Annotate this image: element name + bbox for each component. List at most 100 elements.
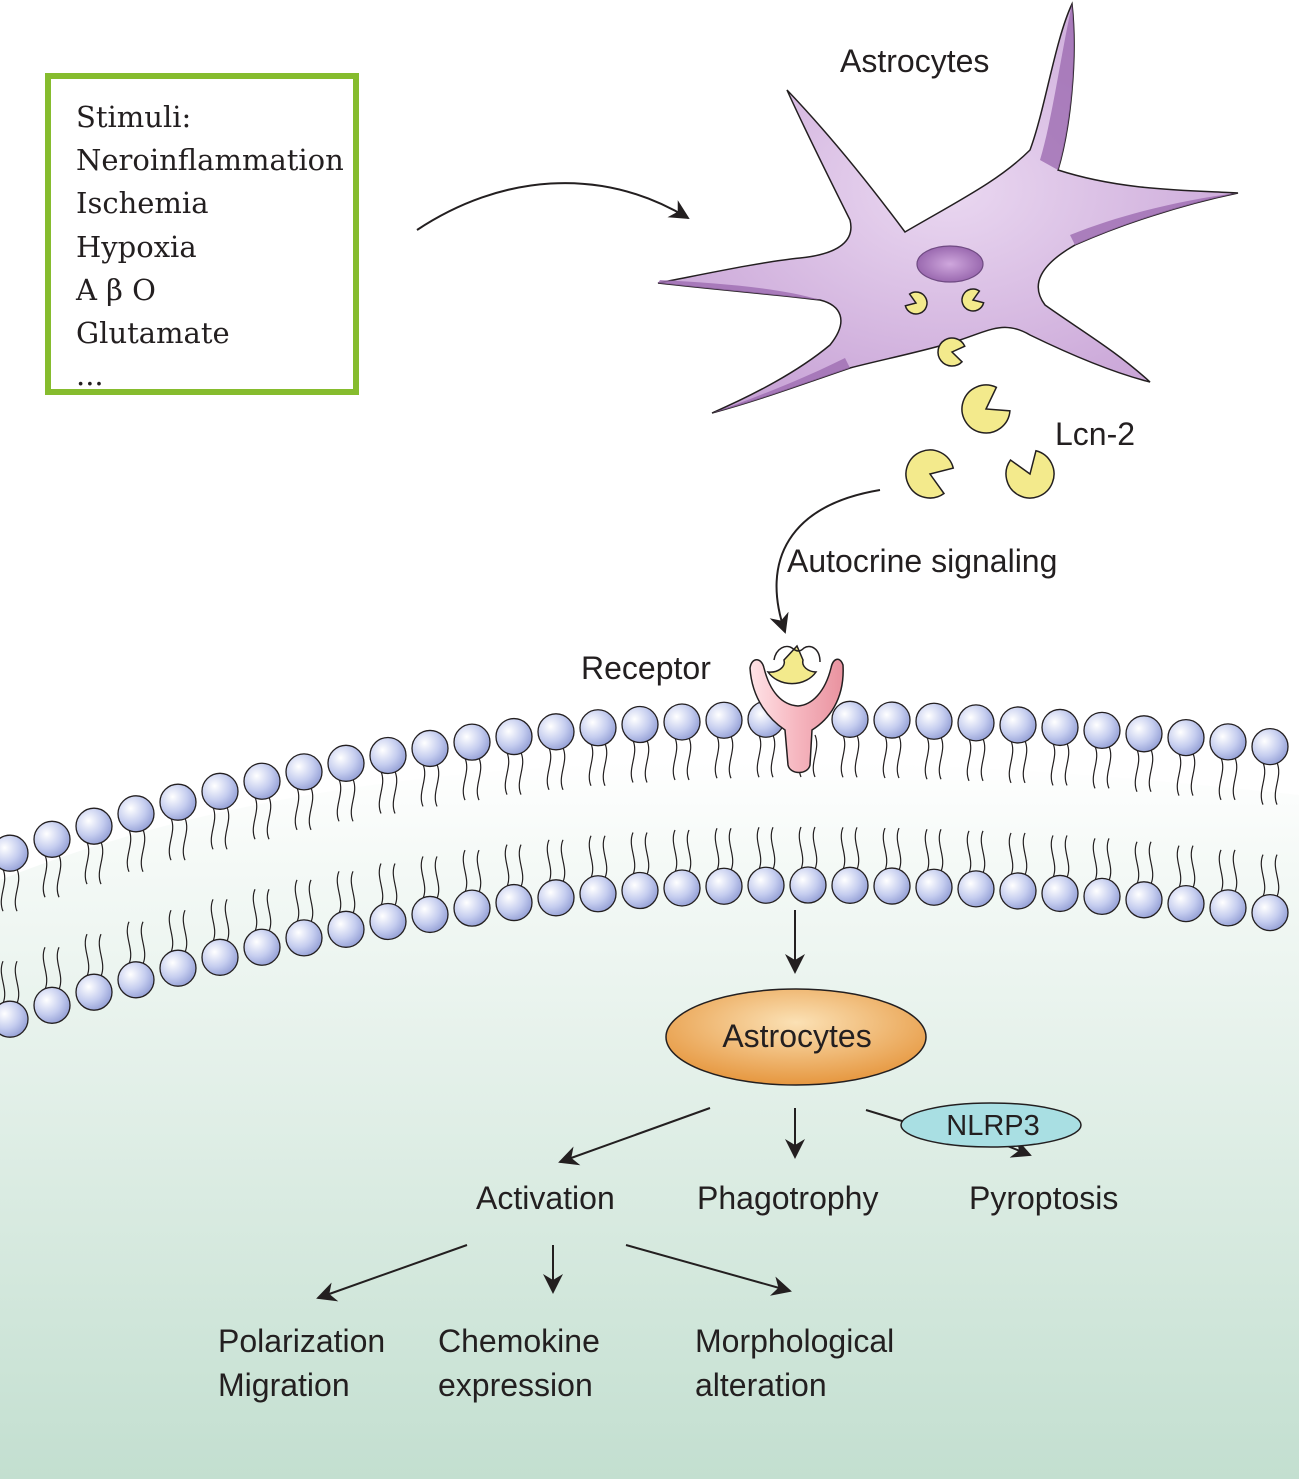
lipid-tail	[84, 841, 90, 885]
lcn2-molecule	[905, 449, 955, 499]
lipid-tail	[854, 735, 860, 778]
lipid-tail	[224, 807, 230, 850]
lipid-head	[621, 705, 659, 744]
lipid-tail	[1092, 838, 1098, 881]
lipid-tail	[42, 947, 48, 990]
lipid-head	[1041, 874, 1079, 913]
lipid-tail	[672, 737, 678, 781]
lipid-head	[621, 871, 659, 910]
lipid-tail	[938, 737, 944, 780]
lipid-tail	[392, 771, 398, 814]
lipid-tail	[1148, 841, 1154, 885]
astrocyte-process-shade-4	[658, 280, 820, 300]
lipid-tail	[336, 779, 342, 822]
lipid-tail	[854, 827, 860, 870]
lipid-head	[831, 700, 869, 738]
lipid-tail	[686, 829, 692, 873]
lipid-tail	[182, 817, 188, 861]
pyroptosis-label: Pyroptosis	[969, 1180, 1119, 1216]
to-activation-arrow	[558, 1107, 711, 1166]
lipid-tail	[672, 829, 678, 873]
lipid-tail	[924, 737, 930, 780]
lipid-tail	[476, 757, 482, 801]
lipid-tail	[224, 899, 230, 942]
lipid-tail	[756, 735, 762, 778]
lipid-tail	[924, 829, 930, 872]
lipid-head	[705, 701, 743, 739]
lipid-head	[831, 866, 869, 904]
lipid-head	[1251, 727, 1289, 766]
autocrine-label: Autocrine signaling	[787, 543, 1058, 579]
lipid-tail	[518, 844, 524, 887]
lipid-tail	[546, 839, 552, 883]
lipid-tail	[1064, 835, 1070, 878]
lipid-tail	[266, 796, 272, 840]
lipid-tail	[98, 841, 104, 885]
lipid-tail	[1176, 845, 1182, 888]
lipid-tail	[1148, 749, 1154, 793]
to-polarization-arrow	[316, 1244, 468, 1302]
lcn2-molecules	[904, 288, 1055, 499]
lipid-head	[33, 820, 71, 858]
lipid-tail	[308, 879, 314, 923]
lipid-head	[705, 867, 743, 905]
lipid-tail	[462, 849, 468, 893]
lipid-head	[1251, 893, 1289, 932]
lipid-head	[369, 736, 407, 775]
lipid-tail	[378, 771, 384, 814]
lipid-tail	[1022, 740, 1028, 784]
lipid-head	[327, 744, 365, 782]
lipid-tail	[350, 779, 356, 822]
lipid-tail	[1274, 762, 1280, 805]
lipid-head	[201, 772, 239, 810]
lipid-tail	[980, 830, 986, 874]
lipid-head	[747, 866, 785, 904]
lipid-tail	[1260, 854, 1266, 897]
lipid-head	[201, 938, 239, 976]
lipid-head	[369, 902, 407, 941]
lipid-tail	[896, 735, 902, 779]
lipid-tail	[938, 829, 944, 872]
lipid-head	[117, 961, 155, 999]
lipid-tail	[56, 855, 62, 898]
lipid-tail	[252, 888, 258, 932]
lipid-tail	[1050, 743, 1056, 786]
lipid-tail	[728, 736, 734, 779]
lipid-tail	[1050, 835, 1056, 878]
lipid-head	[285, 753, 323, 791]
lipid-tail	[392, 863, 398, 906]
lipid-tail	[518, 752, 524, 795]
lipid-tail	[378, 863, 384, 906]
lipid-tail	[980, 738, 986, 782]
lipid-tail	[462, 757, 468, 801]
lipid-tail	[686, 737, 692, 781]
lipid-tail	[126, 829, 132, 873]
lipid-tail	[728, 828, 734, 871]
lipid-head	[1041, 708, 1079, 747]
lcn2-molecule	[961, 288, 985, 312]
lipid-tail	[1218, 849, 1224, 893]
lipid-tail	[1134, 749, 1140, 793]
lipid-tail	[1176, 753, 1182, 796]
lipid-tail	[756, 827, 762, 870]
chemokine-label: Chemokine	[438, 1323, 600, 1359]
lipid-tail	[770, 827, 776, 870]
lipid-tail	[560, 839, 566, 883]
lipid-head	[999, 872, 1037, 910]
lipid-tail	[630, 740, 636, 783]
lipid-tail	[812, 734, 818, 778]
lipid-tail	[126, 921, 132, 965]
lipid-head	[873, 867, 911, 905]
lipid-head	[1083, 711, 1121, 750]
lipid-tail	[966, 830, 972, 874]
to-morphological-arrow	[625, 1244, 792, 1296]
lipid-tail	[644, 832, 650, 875]
lipid-tail	[1022, 832, 1028, 876]
lipid-tail	[42, 855, 48, 898]
bound-lcn2	[766, 644, 821, 685]
lipid-tail	[266, 888, 272, 932]
lipid-tail	[1092, 746, 1098, 789]
lipid-head	[1083, 877, 1121, 916]
lipid-tail	[630, 832, 636, 875]
lipid-tail	[434, 764, 440, 807]
